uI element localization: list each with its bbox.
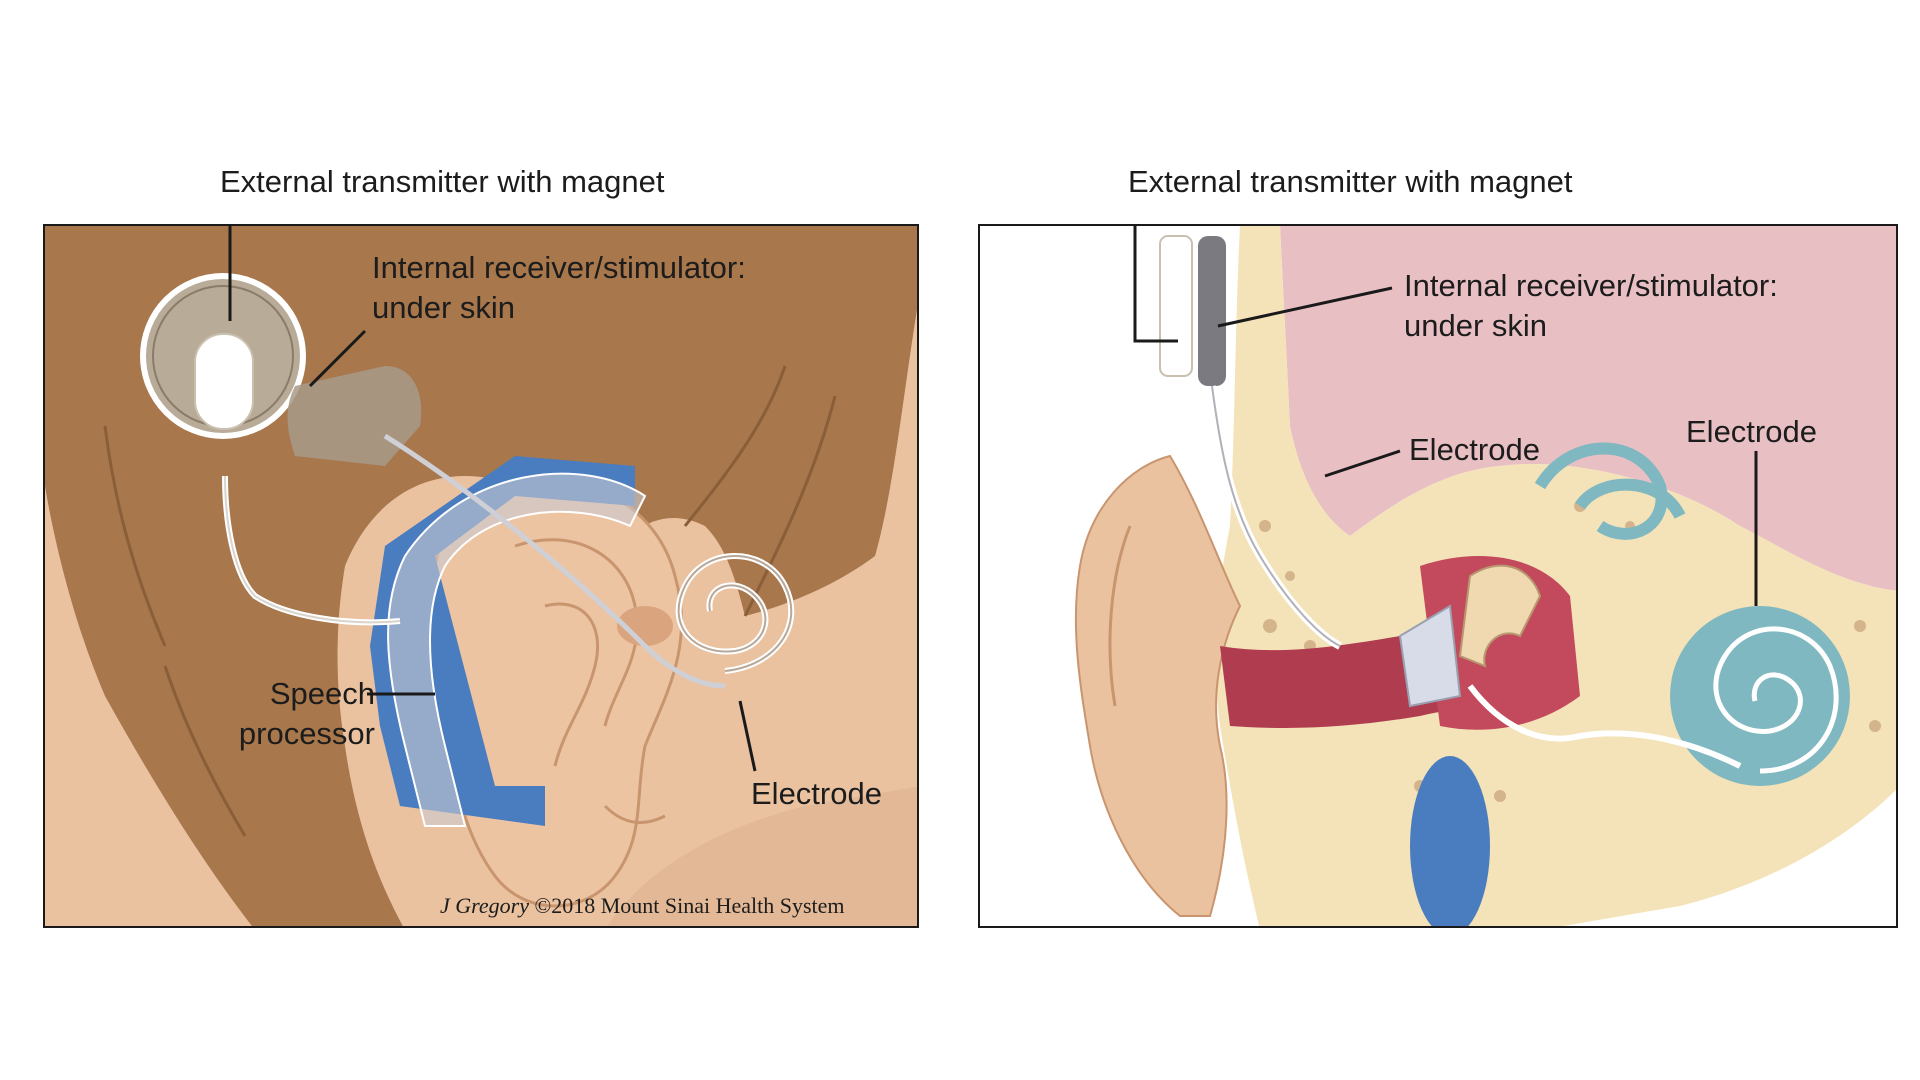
right-external-transmitter-label: External transmitter with magnet bbox=[1128, 164, 1573, 199]
cross-section-panel: Internal receiver/stimulator: under skin… bbox=[978, 224, 1898, 928]
copyright-credit: J Gregory ©2018 Mount Sinai Health Syste… bbox=[440, 893, 845, 919]
eustachian-tube bbox=[1410, 756, 1490, 926]
brain-tissue bbox=[1280, 226, 1896, 591]
left-internal-receiver-line2: under skin bbox=[372, 290, 516, 325]
right-electrode-label-left: Electrode bbox=[1409, 432, 1540, 467]
semicircular-canals bbox=[1534, 442, 1686, 540]
internal-receiver bbox=[287, 366, 422, 466]
left-internal-receiver-label: Internal receiver/stimulator: under skin bbox=[372, 248, 812, 328]
speech-processor-label: Speech processor bbox=[205, 674, 375, 754]
right-internal-receiver-line1: Internal receiver/stimulator: bbox=[1404, 268, 1778, 303]
speech-processor-line1: Speech bbox=[269, 676, 375, 711]
head-illustration bbox=[45, 226, 917, 926]
external-view-panel: Internal receiver/stimulator: under skin… bbox=[43, 224, 919, 928]
cochlea bbox=[1670, 606, 1850, 786]
credit-author: J Gregory bbox=[440, 893, 529, 918]
ear-cross-section-illustration bbox=[1074, 226, 1896, 926]
right-internal-receiver-label: Internal receiver/stimulator: under skin bbox=[1404, 266, 1864, 346]
cochlea-electrode-spiral bbox=[1713, 626, 1839, 774]
right-internal-receiver-line2: under skin bbox=[1404, 308, 1548, 343]
outer-ear bbox=[1074, 454, 1242, 917]
left-electrode-label: Electrode bbox=[751, 776, 882, 811]
external-transmitter bbox=[1159, 235, 1193, 377]
ossicles bbox=[1458, 564, 1542, 668]
right-electrode-label-right: Electrode bbox=[1686, 414, 1817, 449]
middle-ear-cavity bbox=[1420, 556, 1580, 730]
left-internal-receiver-line1: Internal receiver/stimulator: bbox=[372, 250, 746, 285]
internal-receiver bbox=[1198, 236, 1226, 386]
eardrum bbox=[1398, 604, 1462, 708]
speech-processor-line2: processor bbox=[238, 716, 375, 751]
credit-text: ©2018 Mount Sinai Health System bbox=[534, 893, 845, 918]
left-external-transmitter-label: External transmitter with magnet bbox=[220, 164, 665, 199]
electrode-lead bbox=[383, 433, 726, 689]
